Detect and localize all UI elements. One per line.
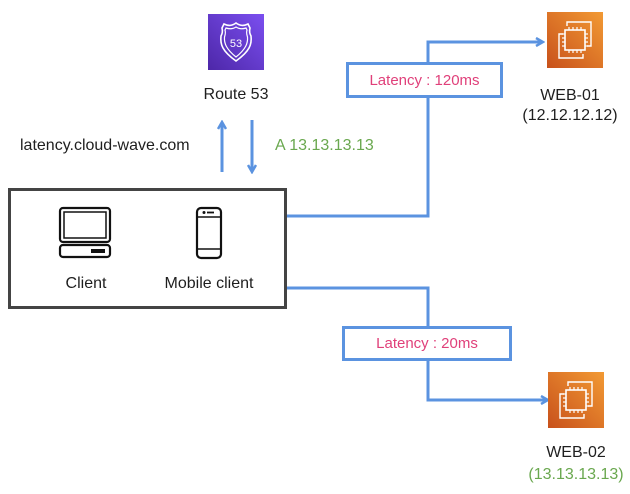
- server-web-01: WEB-01 (12.12.12.12): [522, 86, 617, 126]
- latency-label-web-01: Latency : 120ms: [369, 71, 480, 89]
- server-ip-web-01: (12.12.12.12): [522, 107, 618, 124]
- route53-icon: 53: [208, 14, 264, 70]
- client-label: Client: [65, 275, 107, 292]
- ec2-instance-icon: [548, 372, 604, 428]
- dns-query-label: latency.cloud-wave.com: [20, 137, 190, 154]
- path-to-web-01: [284, 42, 543, 218]
- route53-shield-text: 53: [230, 38, 242, 50]
- mobile-phone-icon: [195, 206, 223, 265]
- desktop-icon: [58, 206, 112, 265]
- clients-group: [8, 188, 287, 309]
- ec2-instance-icon: [547, 12, 603, 68]
- server-web-02: WEB-02 (13.13.13.13): [528, 442, 623, 486]
- server-name-web-01: WEB-01: [540, 87, 600, 104]
- latency-badge-web-02: Latency : 20ms: [342, 326, 512, 361]
- route53-label: Route 53: [203, 86, 269, 103]
- latency-badge-web-01: Latency : 120ms: [346, 62, 503, 98]
- server-ip-web-02: (13.13.13.13): [528, 466, 624, 483]
- mobile-client-label: Mobile client: [164, 275, 254, 292]
- latency-label-web-02: Latency : 20ms: [376, 335, 478, 352]
- dns-answer-label: A 13.13.13.13: [275, 137, 374, 154]
- server-name-web-02: WEB-02: [546, 444, 606, 461]
